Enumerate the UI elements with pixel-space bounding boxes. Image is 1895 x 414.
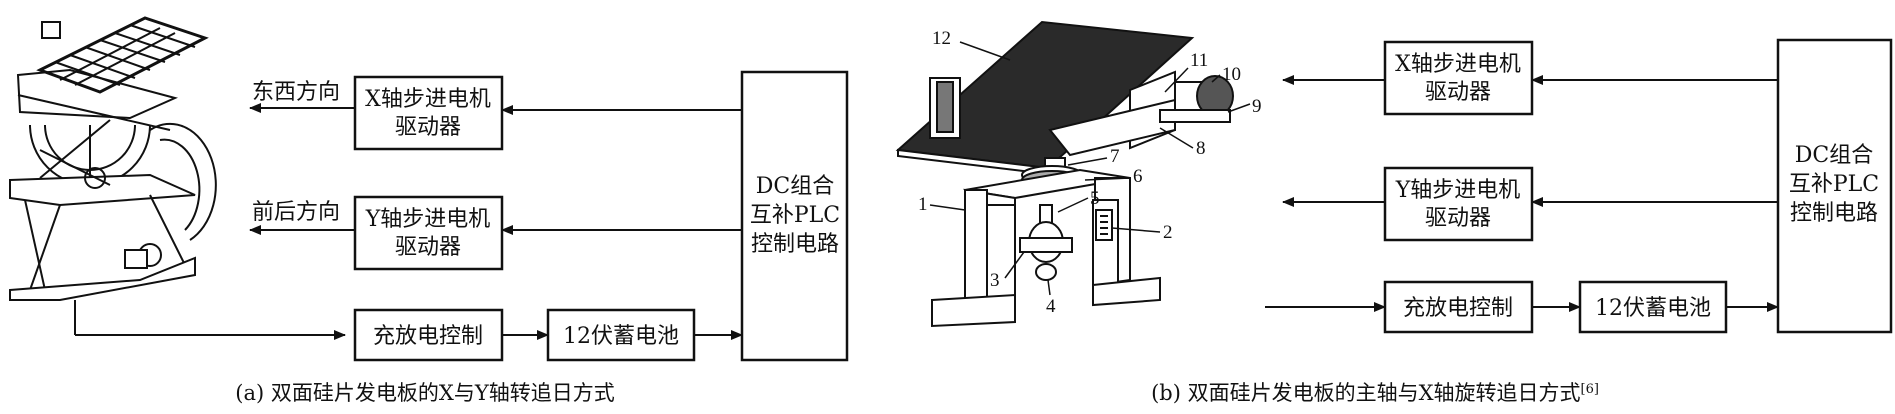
- y-driver-label-b-line1: Y轴步进电机: [1395, 178, 1521, 203]
- caption-a: (a) 双面硅片发电板的X与Y轴转追日方式: [235, 381, 614, 405]
- part-number-4: 4: [1046, 296, 1056, 317]
- caption-b-ref: [6]: [1581, 382, 1599, 397]
- y-driver-label-a-line2: 驱动器: [395, 235, 461, 260]
- part-number-11: 11: [1190, 50, 1208, 71]
- part-number-12: 12: [932, 28, 951, 49]
- y-driver-box-a: Y轴步进电机 驱动器: [353, 195, 504, 271]
- part-number-1: 1: [918, 194, 928, 215]
- controller-label-a-line1: DC组合: [756, 174, 834, 199]
- battery-label-b: 12伏蓄电池: [1595, 296, 1711, 321]
- battery-label-a: 12伏蓄电池: [563, 324, 679, 349]
- x-driver-label-b-line2: 驱动器: [1425, 80, 1491, 105]
- x-driver-label-a-line2: 驱动器: [395, 115, 461, 140]
- controller-label-b-line3: 控制电路: [1790, 201, 1878, 226]
- x-driver-box-a: X轴步进电机 驱动器: [353, 75, 504, 151]
- charge-control-box-a: 充放电控制: [353, 308, 504, 362]
- part-number-2: 2: [1163, 222, 1173, 243]
- caption-b: (b) 双面硅片发电板的主轴与X轴旋转追日方式[6]: [1151, 381, 1599, 405]
- battery-box-b: 12伏蓄电池: [1578, 280, 1728, 334]
- part-number-6: 6: [1133, 166, 1143, 187]
- y-driver-label-a-line1: Y轴步进电机: [365, 207, 491, 232]
- x-driver-label-b-line1: X轴步进电机: [1395, 52, 1521, 77]
- x-driver-box-b: X轴步进电机 驱动器: [1383, 40, 1534, 116]
- y-driver-label-b-line2: 驱动器: [1425, 206, 1491, 231]
- part-number-7: 7: [1110, 146, 1120, 167]
- panel-a: 东西方向 前后方向 X轴步进电机 驱动器 Y轴步进电机 驱动器 DC组合 互补P…: [9, 16, 849, 405]
- panel-b: 12 11 10 9 8 7 6 5 2 1 3 4 X轴步进电机 驱动器 Y轴…: [895, 20, 1893, 405]
- x-driver-label-a-line1: X轴步进电机: [365, 87, 491, 112]
- charge-control-box-b: 充放电控制: [1383, 280, 1534, 334]
- controller-label-b-line1: DC组合: [1795, 143, 1873, 168]
- controller-box-b: DC组合 互补PLC 控制电路: [1776, 38, 1893, 334]
- charge-control-label-b: 充放电控制: [1403, 296, 1513, 321]
- controller-label-b-line2: 互补PLC: [1789, 172, 1879, 197]
- label-east-west: 东西方向: [252, 80, 340, 105]
- y-driver-box-b: Y轴步进电机 驱动器: [1383, 166, 1534, 242]
- battery-box-a: 12伏蓄电池: [546, 308, 696, 362]
- part-number-8: 8: [1196, 138, 1206, 159]
- label-front-back: 前后方向: [252, 200, 340, 225]
- controller-label-a-line2: 互补PLC: [750, 203, 840, 228]
- controller-box-a: DC组合 互补PLC 控制电路: [740, 70, 849, 362]
- tracker-drawing-a: [9, 16, 217, 335]
- caption-b-main: (b) 双面硅片发电板的主轴与X轴旋转追日方式: [1151, 381, 1580, 405]
- part-number-10: 10: [1222, 64, 1241, 85]
- part-number-3: 3: [990, 270, 1000, 291]
- part-number-5: 5: [1090, 188, 1100, 209]
- part-number-9: 9: [1252, 96, 1262, 117]
- controller-label-a-line3: 控制电路: [751, 232, 839, 257]
- tracker-drawing-b: [895, 20, 1251, 328]
- charge-control-label-a: 充放电控制: [373, 324, 483, 349]
